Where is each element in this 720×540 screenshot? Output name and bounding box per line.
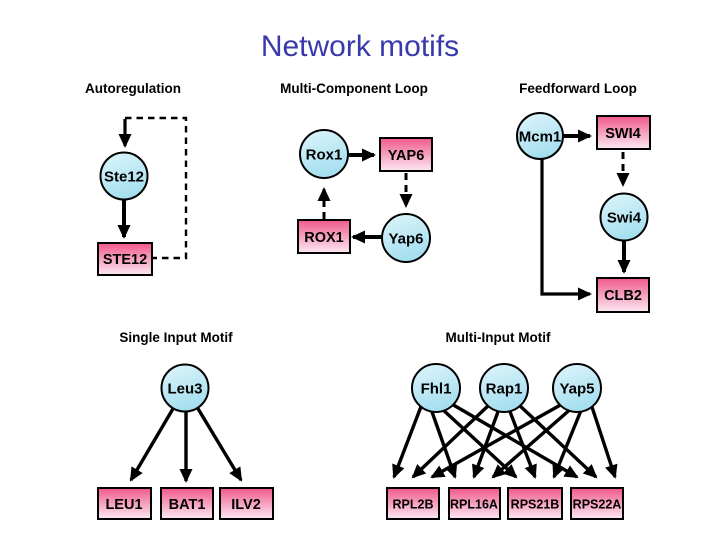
gene-bat1-label: BAT1 xyxy=(169,497,206,513)
edge-ste12-feedback-dashed xyxy=(125,116,188,260)
tf-rap1: Rap1 xyxy=(479,363,529,413)
gene-rpl16a: RPL16A xyxy=(448,487,501,520)
section-label-multi-input-motif: Multi-Input Motif xyxy=(446,330,551,345)
tf-ste12-label: Ste12 xyxy=(104,168,144,185)
edge-fhl1-to-rpl2b xyxy=(392,403,424,479)
edge-yap5-to-rps22a xyxy=(589,403,618,479)
gene-ste12: STE12 xyxy=(97,242,153,276)
page-title: Network motifs xyxy=(261,30,459,63)
tf-ste12: Ste12 xyxy=(99,151,149,201)
gene-ilv2: ILV2 xyxy=(219,487,274,520)
tf-swi4-label: Swi4 xyxy=(607,209,642,226)
edge-leu3-to-leu1 xyxy=(129,406,176,482)
tf-yap5-label: Yap5 xyxy=(559,380,594,397)
tf-fhl1-label: Fhl1 xyxy=(421,380,452,397)
section-label-feedforward-loop: Feedforward Loop xyxy=(519,81,637,96)
edge-yap5-to-rpl2b xyxy=(430,401,565,479)
tf-rox1-label: Rox1 xyxy=(306,146,343,163)
tf-leu3: Leu3 xyxy=(160,363,210,413)
gene-ste12-label: STE12 xyxy=(103,252,147,268)
gene-rps22a: RPS22A xyxy=(570,487,624,520)
gene-rpl2b: RPL2B xyxy=(386,487,440,520)
edge-rap1-to-rpl2b xyxy=(411,402,492,479)
section-label-multi-component-loop: Multi-Component Loop xyxy=(280,81,428,96)
edge-mcm1-to-clb2-elbow xyxy=(540,158,592,301)
gene-rox1-label: ROX1 xyxy=(304,230,344,246)
tf-yap6-label: Yap6 xyxy=(388,230,423,247)
gene-rps22a-label: RPS22A xyxy=(573,498,622,512)
gene-leu1-label: LEU1 xyxy=(105,497,142,513)
edge-leu3-to-ilv2 xyxy=(195,406,243,482)
gene-clb2: CLB2 xyxy=(596,277,650,313)
gene-rpl2b-label: RPL2B xyxy=(393,498,434,512)
gene-leu1: LEU1 xyxy=(97,487,152,520)
edge-rap1-to-rps22a xyxy=(516,402,598,479)
tf-yap5: Yap5 xyxy=(552,363,602,413)
section-label-single-input-motif: Single Input Motif xyxy=(119,330,233,345)
edge-rap1-to-rpl16a xyxy=(472,408,501,479)
tf-swi4: Swi4 xyxy=(599,192,649,242)
tf-rap1-label: Rap1 xyxy=(486,380,523,397)
edge-rap1-to-rps21b xyxy=(507,408,537,479)
gene-yap6: YAP6 xyxy=(379,137,433,172)
gene-clb2-label: CLB2 xyxy=(604,288,642,304)
tf-mcm1: Mcm1 xyxy=(516,112,564,160)
tf-mcm1-label: Mcm1 xyxy=(519,128,562,145)
gene-rps21b: RPS21B xyxy=(507,487,563,520)
gene-bat1: BAT1 xyxy=(160,487,214,520)
tf-fhl1: Fhl1 xyxy=(411,363,461,413)
gene-rpl16a-label: RPL16A xyxy=(450,498,498,512)
gene-swi4: SWI4 xyxy=(596,115,651,150)
edge-yap5-to-rpl16a xyxy=(491,405,575,479)
gene-rox1: ROX1 xyxy=(297,219,351,254)
tf-rox1: Rox1 xyxy=(299,129,349,179)
gene-rps21b-label: RPS21B xyxy=(511,498,560,512)
tf-leu3-label: Leu3 xyxy=(167,380,202,397)
section-label-autoregulation: Autoregulation xyxy=(85,81,181,96)
edge-yap5-to-rps21b xyxy=(552,407,584,479)
gene-yap6-label: YAP6 xyxy=(388,148,425,164)
tf-yap6: Yap6 xyxy=(381,213,431,263)
gene-ilv2-label: ILV2 xyxy=(231,497,261,513)
gene-swi4-label: SWI4 xyxy=(605,126,640,142)
